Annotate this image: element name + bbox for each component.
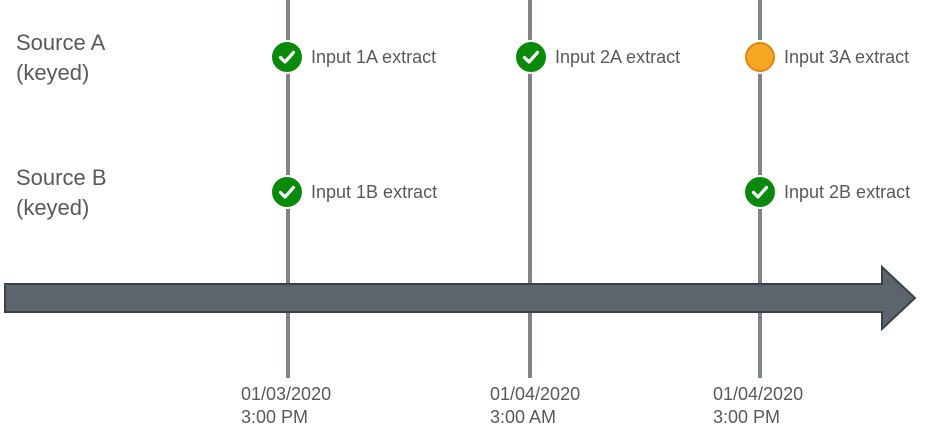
event-input-1b: Input 1B extract (270, 175, 437, 209)
checkmark-icon (514, 40, 548, 74)
event-input-2a: Input 2A extract (514, 40, 680, 74)
timepoint-label-3: 01/04/2020 3:00 PM (713, 383, 803, 429)
event-label: Input 1A extract (311, 46, 437, 67)
timepoint-time: 3:00 PM (241, 407, 309, 427)
timepoint-date: 01/04/2020 (490, 384, 581, 404)
source-b-name: Source B (16, 165, 107, 190)
source-b-label: Source B (keyed) (16, 163, 107, 223)
timepoint-label-1: 01/03/2020 3:00 PM (241, 383, 331, 429)
timeline-arrow (4, 265, 917, 331)
checkmark-icon (270, 175, 304, 209)
timepoint-date: 01/04/2020 (713, 384, 804, 404)
event-input-3a: Input 3A extract (743, 40, 909, 74)
checkmark-icon (743, 175, 777, 209)
timepoint-time: 3:00 PM (713, 407, 781, 427)
pending-circle-icon (743, 40, 777, 74)
event-label: Input 2A extract (555, 46, 681, 67)
timepoint-time: 3:00 AM (490, 407, 557, 427)
timepoint-date: 01/03/2020 (241, 384, 332, 404)
timepoint-label-2: 01/04/2020 3:00 AM (490, 383, 580, 429)
event-label: Input 1B extract (311, 181, 438, 202)
source-b-qualifier: (keyed) (16, 195, 90, 220)
event-label: Input 3A extract (784, 46, 910, 67)
checkmark-icon (270, 40, 304, 74)
source-a-name: Source A (16, 30, 106, 55)
source-a-qualifier: (keyed) (16, 60, 90, 85)
event-input-1a: Input 1A extract (270, 40, 436, 74)
timepoint-line-2 (528, 0, 532, 378)
event-label: Input 2B extract (784, 181, 911, 202)
event-input-2b: Input 2B extract (743, 175, 910, 209)
source-a-label: Source A (keyed) (16, 28, 105, 88)
